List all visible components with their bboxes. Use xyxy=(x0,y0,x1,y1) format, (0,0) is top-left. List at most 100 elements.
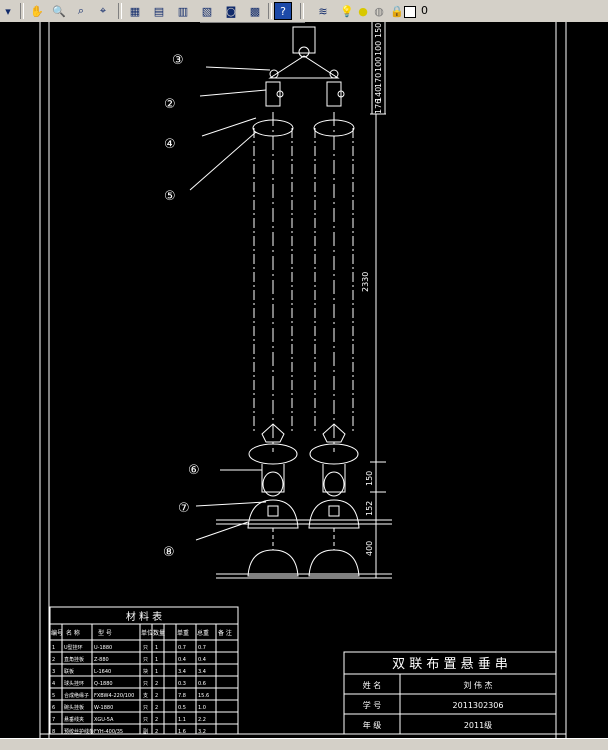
drawing-canvas[interactable]: ③ ② ④ ⑤ ⑥ ⑦ ⑧ 2330 150 100 100 170 140 1… xyxy=(0,21,608,738)
callout-4: ④ xyxy=(164,137,176,152)
table-cell: 1.0 xyxy=(198,705,206,711)
color-swatch-icon[interactable] xyxy=(404,6,416,18)
table-cell: 8 xyxy=(52,729,55,735)
table-cell: 2 xyxy=(155,705,158,711)
zoom-realtime-icon[interactable]: 🔍 xyxy=(52,4,66,18)
table-cell: 1.6 xyxy=(178,729,186,735)
design-center-icon[interactable]: ▤ xyxy=(153,4,165,18)
table-cell: 直角挂板 xyxy=(64,656,84,663)
table-cell: 悬垂线夹 xyxy=(64,716,84,723)
table-cell: 块 xyxy=(143,668,148,675)
table-cell: 0.3 xyxy=(178,681,186,687)
help-icon[interactable]: ? xyxy=(274,2,292,20)
properties-icon[interactable]: ▦ xyxy=(129,4,141,18)
dimension-top-2: 100 xyxy=(374,41,383,56)
dimension-bottom-2: 152 xyxy=(365,501,374,516)
id-value: 2011302306 xyxy=(453,701,504,710)
table-cell: 7 xyxy=(52,717,55,723)
table-cell: 2 xyxy=(155,681,158,687)
table-header: 数量 xyxy=(153,629,165,637)
table-cell: 7.8 xyxy=(178,693,186,699)
table-header: 备 注 xyxy=(218,629,232,637)
title-block-grid xyxy=(343,651,557,735)
dimension-top-6: 176 xyxy=(374,99,383,114)
table-cell: FYH-400/35 xyxy=(94,729,123,735)
table-cell: 0.7 xyxy=(198,645,206,651)
dropdown-arrow-icon[interactable]: ▾ xyxy=(5,4,11,18)
table-cell: XGU-5A xyxy=(94,717,114,723)
pan-icon[interactable]: ✋ xyxy=(30,4,44,18)
table-cell: 球头挂环 xyxy=(64,680,84,687)
table-cell: 3.2 xyxy=(198,729,206,735)
table-cell: 只 xyxy=(143,645,148,651)
dimension-bottom-1: 150 xyxy=(365,471,374,486)
sheet-set-icon[interactable]: ▧ xyxy=(201,4,213,18)
markup-icon[interactable]: ◙ xyxy=(225,4,237,18)
table-header: 名 称 xyxy=(66,629,80,637)
dimension-top-1: 150 xyxy=(374,23,383,38)
dimension-top-3: 100 xyxy=(374,57,383,72)
table-cell: 0.4 xyxy=(198,657,206,663)
calculator-icon[interactable]: ▩ xyxy=(249,4,261,18)
leader-lines xyxy=(189,21,290,541)
table-cell: 1 xyxy=(155,645,158,651)
drawing-title: 双 联 布 置 悬 垂 串 xyxy=(392,657,508,672)
dimension-lines xyxy=(370,22,386,579)
tool-palettes-icon[interactable]: ▥ xyxy=(177,4,189,18)
toolbar-separator xyxy=(118,3,122,19)
table-cell: 3.4 xyxy=(178,669,186,675)
table-cell: 3.4 xyxy=(198,669,206,675)
dimension-top-5: 140 xyxy=(374,87,383,102)
toolbar-separator xyxy=(20,3,24,19)
callout-2: ② xyxy=(164,97,176,112)
insulator-right xyxy=(308,112,360,529)
table-cell: W-1880 xyxy=(94,705,113,711)
table-cell: 5 xyxy=(52,693,55,699)
table-cell: Q-1880 xyxy=(94,681,113,687)
table-header: 总重 xyxy=(197,629,209,637)
sun-icon[interactable]: ● xyxy=(358,4,368,18)
table-cell: 0.4 xyxy=(178,657,186,663)
name-value: 刘 伟 杰 xyxy=(463,680,492,690)
id-label: 学 号 xyxy=(363,700,382,710)
dimension-bottom-3: 400 xyxy=(365,541,374,556)
table-cell: 0.6 xyxy=(198,681,206,687)
callout-6: ⑥ xyxy=(188,463,200,478)
table-cell: 副 xyxy=(143,728,148,735)
grade-value: 2011级 xyxy=(464,720,492,730)
layer-manager-icon[interactable]: ≋ xyxy=(318,4,328,18)
table-header: 编号 xyxy=(51,629,63,637)
table-cell: 6 xyxy=(52,705,55,711)
lightbulb-icon[interactable]: 💡 xyxy=(340,4,354,18)
cad-drawing: ③ ② ④ ⑤ ⑥ ⑦ ⑧ 2330 150 100 100 170 140 1… xyxy=(39,21,567,738)
title-block-text: 双 联 布 置 悬 垂 串 姓 名 刘 伟 杰 学 号 2011302306 年… xyxy=(363,657,508,730)
table-cell: 3 xyxy=(52,669,55,675)
top-hardware xyxy=(265,21,345,107)
table-cell: 2 xyxy=(155,717,158,723)
table-header: 单重 xyxy=(177,629,189,637)
lower-clamps xyxy=(247,528,360,577)
callout-8: ⑧ xyxy=(163,545,175,560)
toolbar-separator xyxy=(300,3,304,19)
lock-icon[interactable]: 🔒 xyxy=(390,4,404,18)
table-cell: 1.1 xyxy=(178,717,186,723)
table-cell: 2.2 xyxy=(198,717,206,723)
table-cell: 合成绝缘子 xyxy=(64,692,89,699)
table-cell: U-1880 xyxy=(94,645,112,651)
callout-5: ⑤ xyxy=(164,189,176,204)
table-cell: Z-880 xyxy=(94,657,109,663)
table-cell: 0.5 xyxy=(178,705,186,711)
toolbar-separator xyxy=(268,3,272,19)
callout-3: ③ xyxy=(172,53,184,68)
freeze-icon[interactable]: ◍ xyxy=(374,4,384,18)
zoom-previous-icon[interactable]: ⌖ xyxy=(99,4,107,17)
layer-name[interactable]: 0 xyxy=(421,4,428,17)
table-cell: 只 xyxy=(143,657,148,663)
material-table-grid xyxy=(49,606,239,735)
table-cell: 1 xyxy=(155,669,158,675)
table-cell: 1 xyxy=(52,645,55,651)
zoom-window-icon[interactable]: ⌕ xyxy=(77,4,85,17)
dimension-total: 2330 xyxy=(361,272,370,292)
callout-7: ⑦ xyxy=(178,501,190,516)
